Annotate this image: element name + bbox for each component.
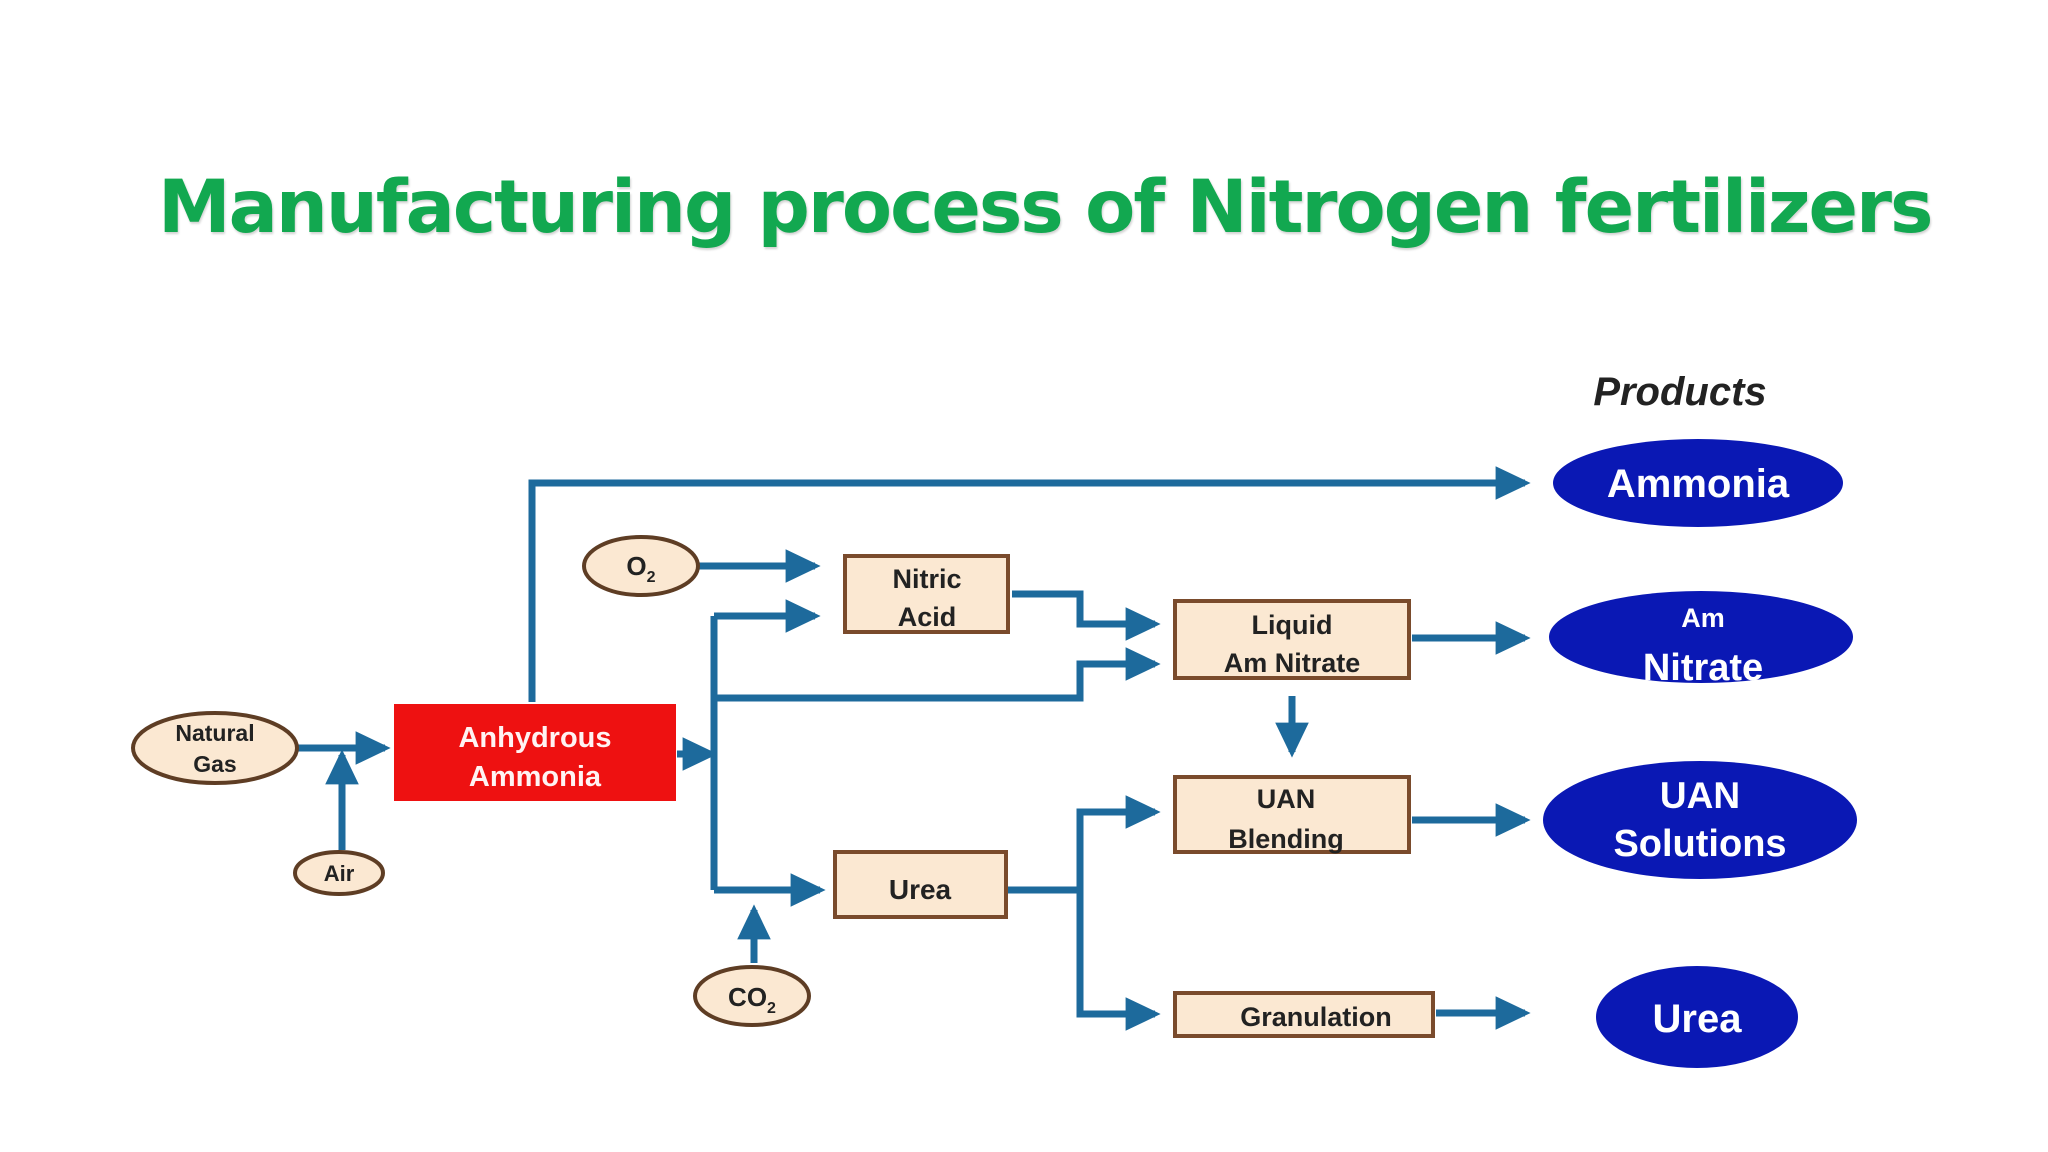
svg-text:Am: Am [1681, 603, 1725, 633]
svg-text:Natural: Natural [175, 720, 254, 746]
urea-process-label: Urea [889, 874, 952, 905]
svg-text:Liquid: Liquid [1252, 610, 1333, 640]
anhydrous-ammonia-line-1: Anhydrous [458, 722, 611, 754]
arrow-splitter-to-liquid [714, 647, 1161, 702]
svg-text:Nitric: Nitric [892, 564, 961, 594]
anhydrous-ammonia-box: Anhydrous Ammonia [394, 704, 676, 801]
svg-text:Solutions: Solutions [1613, 823, 1786, 865]
oxygen-subscript: 2 [647, 569, 656, 586]
co2-subscript: 2 [767, 1000, 776, 1017]
svg-text:CO2: CO2 [728, 982, 776, 1017]
input-natural-gas: Natural Gas [131, 711, 299, 785]
process-uan-blending: UAN Blending [1173, 775, 1411, 854]
svg-text:UAN: UAN [1257, 784, 1316, 814]
input-air: Air [293, 850, 385, 896]
flow-arrows [297, 466, 1531, 1031]
granulation-label: Granulation [1240, 1002, 1392, 1032]
slide-title: Manufacturing process of Nitrogen fertil… [158, 165, 1933, 250]
air-label: Air [324, 861, 355, 886]
svg-text:Blending: Blending [1228, 824, 1344, 854]
liquid-am-nitrate-line-2: Am Nitrate [1224, 648, 1361, 678]
product-ammonia: Ammonia [1553, 439, 1843, 527]
product-uan-line-1: UAN [1660, 775, 1740, 816]
product-am-nitrate-line-1: Am [1681, 603, 1725, 633]
svg-text:Am Nitrate: Am Nitrate [1224, 648, 1361, 678]
svg-text:Ammonia: Ammonia [469, 761, 602, 793]
nitric-acid-line-1: Nitric [892, 564, 961, 594]
process-granulation: Granulation [1173, 991, 1435, 1038]
product-urea: Urea [1596, 966, 1798, 1068]
arrow-nitric-to-liquid [1012, 590, 1161, 641]
process-urea: Urea [833, 850, 1008, 919]
arrow-urea-to-uan [1076, 795, 1161, 890]
natural-gas-line-2: Gas [193, 751, 236, 777]
svg-text:Anhydrous: Anhydrous [458, 722, 611, 754]
liquid-am-nitrate-line-1: Liquid [1252, 610, 1333, 640]
svg-text:Gas: Gas [193, 751, 236, 777]
oxygen-base: O [626, 551, 646, 581]
co2-base: CO [728, 982, 767, 1012]
svg-text:Acid: Acid [898, 602, 957, 632]
product-uan-solutions: UAN Solutions [1543, 761, 1857, 879]
arrow-urea-to-granulation [1076, 890, 1161, 1031]
svg-text:UAN: UAN [1660, 775, 1740, 816]
uan-blending-line-2: Blending [1228, 824, 1344, 854]
anhydrous-ammonia-line-2: Ammonia [469, 761, 602, 793]
product-ammonia-label: Ammonia [1607, 462, 1790, 506]
input-co2: CO2 [693, 965, 811, 1027]
process-nitric-acid: Nitric Acid [843, 554, 1010, 634]
product-am-nitrate: Am Nitrate [1549, 591, 1853, 689]
svg-text:Nitrate: Nitrate [1643, 647, 1763, 689]
product-urea-label: Urea [1653, 997, 1743, 1041]
products-header: Products [1593, 370, 1766, 414]
product-uan-line-2: Solutions [1613, 823, 1786, 865]
uan-blending-line-1: UAN [1257, 784, 1316, 814]
svg-text:O2: O2 [626, 551, 655, 586]
natural-gas-line-1: Natural [175, 720, 254, 746]
process-liquid-am-nitrate: Liquid Am Nitrate [1173, 599, 1411, 680]
arrow-ammonia-to-product-ammonia [528, 466, 1531, 702]
input-oxygen: O2 [582, 535, 700, 597]
product-am-nitrate-line-2: Nitrate [1643, 647, 1763, 689]
nitric-acid-line-2: Acid [898, 602, 957, 632]
